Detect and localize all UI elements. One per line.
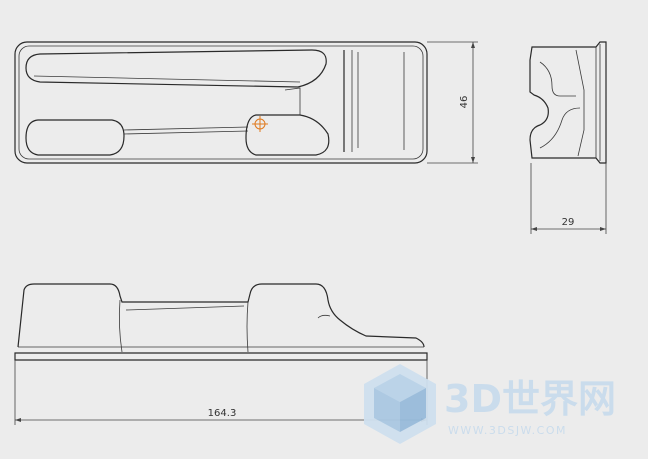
side-inner-wall <box>575 49 585 157</box>
channel-bottom-line <box>123 130 249 135</box>
lower-right-cavity <box>245 114 330 156</box>
front-step-detail <box>317 314 331 319</box>
depth-dimension-label: 29 <box>562 217 575 228</box>
watermark-url: WWW.3DSJW.COM <box>448 424 567 437</box>
front-cavity-left-wall <box>118 299 123 353</box>
side-profile-outline <box>529 41 607 164</box>
watermark-brand: 3D世界网 <box>444 377 616 421</box>
watermark: 3D世界网 WWW.3DSJW.COM <box>364 364 616 444</box>
orange-crosshair-marker <box>252 116 268 132</box>
upper-cavity <box>25 49 327 88</box>
front-view: 164.3 <box>14 283 428 425</box>
lower-left-cavity <box>25 119 125 156</box>
front-cavity-floor-line <box>125 305 245 311</box>
tray-rim-line <box>18 45 424 160</box>
side-view: 29 <box>529 41 607 234</box>
tray-outer-outline <box>14 41 428 164</box>
side-lower-contour <box>539 107 581 149</box>
depth-dimension: 29 <box>530 163 607 234</box>
height-dimension-label: 46 <box>459 96 470 109</box>
watermark-cube-logo <box>364 364 436 444</box>
upper-cavity-fold <box>33 75 301 83</box>
side-upper-contour <box>539 61 576 97</box>
front-base-plate <box>14 352 428 361</box>
top-view: 46 <box>14 41 478 164</box>
front-body-profile <box>17 283 425 348</box>
height-dimension: 46 <box>427 41 478 164</box>
channel-top-line <box>123 126 249 131</box>
inner-fold-line <box>284 87 301 115</box>
front-cavity-right-wall <box>246 301 249 353</box>
length-dimension-label: 164.3 <box>208 408 237 419</box>
